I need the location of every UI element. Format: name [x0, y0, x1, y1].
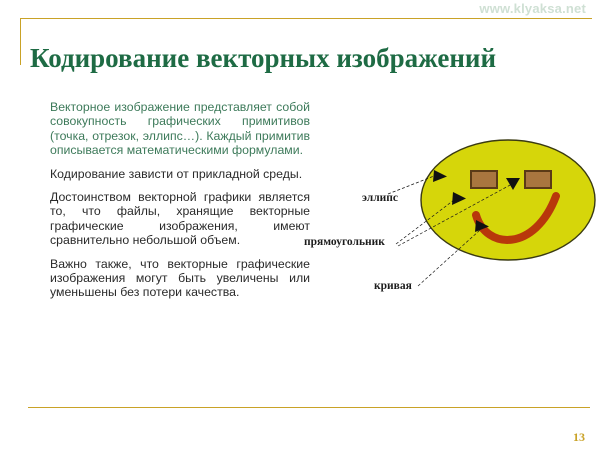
- rectangle-right-eye: [524, 170, 552, 189]
- top-rule-divider: [20, 18, 592, 19]
- watermark-text: www.klyaksa.net: [479, 1, 586, 16]
- body-paragraph-4: Важно также, что векторные графические и…: [50, 256, 310, 300]
- leader-line-rectangle-left: [395, 192, 466, 245]
- body-paragraph-1: Векторное изображение представляет собой…: [50, 100, 310, 158]
- rectangle-left-eye: [470, 170, 498, 189]
- figure-label-rectangle: прямоугольник: [304, 236, 385, 248]
- body-paragraph-2: Кодирование зависти от прикладной среды.: [50, 166, 303, 181]
- bottom-rule-divider: [28, 407, 590, 408]
- leader-line-rectangle-right: [397, 178, 520, 247]
- left-rule-divider: [20, 18, 21, 65]
- slide-title: Кодирование векторных изображений: [30, 43, 497, 74]
- figure-label-ellipse: эллипс: [362, 192, 399, 204]
- figure-label-curve: кривая: [374, 280, 412, 292]
- leader-line-ellipse: [387, 170, 447, 195]
- leader-line-curve: [417, 220, 489, 287]
- page-number: 13: [573, 430, 585, 444]
- vector-primitives-figure: эллипс прямоугольник кривая: [300, 128, 600, 308]
- body-text-column: Векторное изображение представляет собой…: [28, 100, 310, 309]
- body-paragraph-3: Достоинством векторной графики является …: [50, 190, 310, 248]
